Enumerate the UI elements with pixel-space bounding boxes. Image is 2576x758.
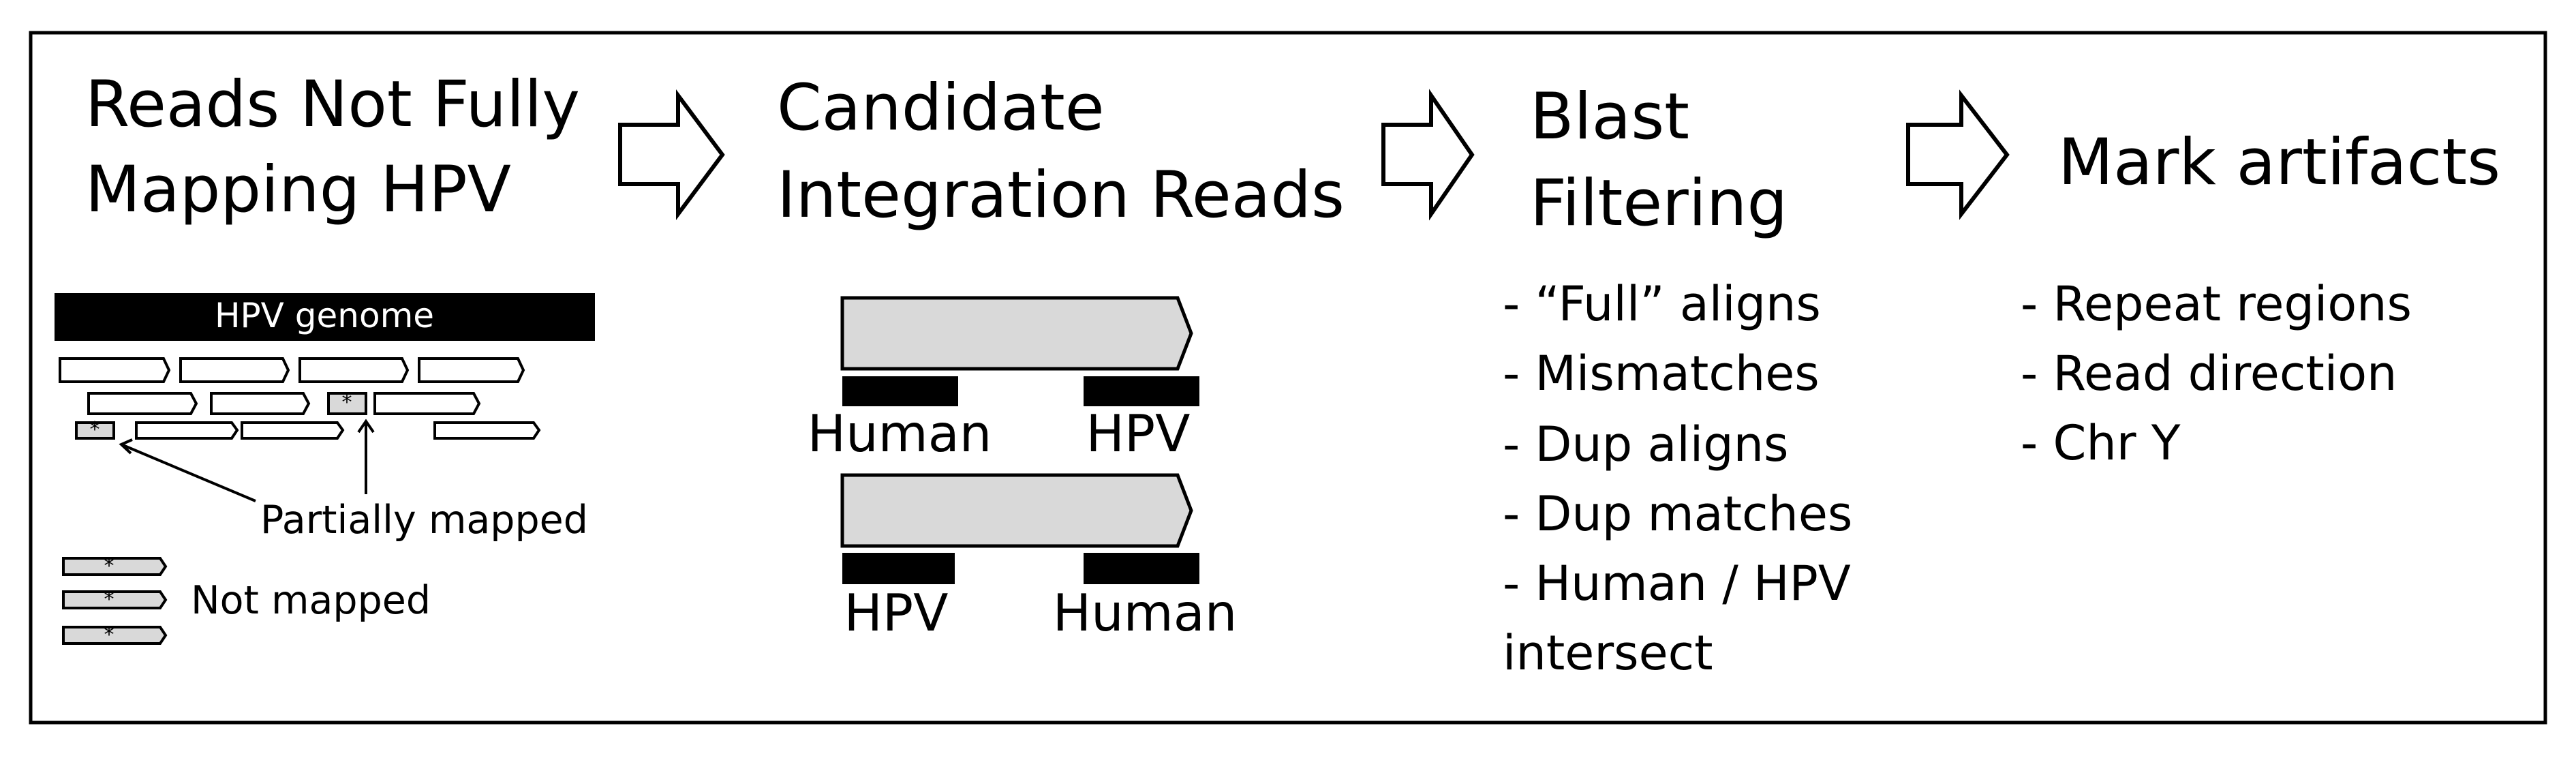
hpv-segment-bar xyxy=(1084,376,1199,406)
filter-item: intersect xyxy=(1503,625,1713,681)
unmapped-read xyxy=(62,557,168,576)
right-arrow-outline-icon xyxy=(1381,89,1475,221)
mapped-read xyxy=(179,357,290,383)
hpv-genome-bar xyxy=(55,293,595,341)
mapped-read xyxy=(135,421,239,440)
filter-item: - “Full” aligns xyxy=(1503,276,1821,332)
stage4-title: Mark artifacts xyxy=(2058,125,2500,200)
mapped-read xyxy=(210,392,311,415)
unmapped-marker-star: * xyxy=(104,588,114,611)
pair2-right-label: Human xyxy=(1053,583,1237,643)
partial-marker-star: * xyxy=(90,418,100,442)
mapped-read xyxy=(241,421,345,440)
mapped-read xyxy=(87,392,198,415)
stage3-title-line1: Blast xyxy=(1530,80,1689,154)
pair2-left-label: HPV xyxy=(844,583,949,643)
hpv-segment-bar xyxy=(842,553,955,584)
filter-item: - Dup matches xyxy=(1503,486,1852,542)
hpv-genome-label: HPV genome xyxy=(215,296,434,335)
filter-item: - Dup aligns xyxy=(1503,416,1789,472)
not-mapped-label: Not mapped xyxy=(191,578,431,623)
stage3-title-line2: Filtering xyxy=(1530,166,1788,241)
candidate-read xyxy=(840,473,1193,548)
partial-pointer-line xyxy=(121,443,256,502)
partially-mapped-read xyxy=(75,421,115,440)
partially-mapped-read xyxy=(327,392,367,415)
mapped-read xyxy=(418,357,525,383)
right-arrow-outline-icon xyxy=(1906,89,2010,220)
stage2-title-line1: Candidate xyxy=(777,71,1105,145)
artifact-item: - Repeat regions xyxy=(2021,276,2412,332)
partial-marker-star: * xyxy=(342,391,352,414)
filter-item: - Mismatches xyxy=(1503,346,1820,401)
unmapped-marker-star: * xyxy=(104,623,114,647)
human-segment-bar xyxy=(842,376,958,406)
mapped-read xyxy=(59,357,171,383)
unmapped-read xyxy=(62,626,168,645)
mapped-read xyxy=(433,421,541,440)
pair1-right-label: HPV xyxy=(1086,404,1191,464)
mapped-read xyxy=(298,357,410,383)
candidate-read xyxy=(840,296,1193,371)
partially-mapped-label: Partially mapped xyxy=(260,498,588,543)
mapped-read xyxy=(373,392,481,415)
stage1-title-line1: Reads Not Fully xyxy=(85,67,580,142)
stage1-title-line2: Mapping HPV xyxy=(85,153,511,227)
unmapped-marker-star: * xyxy=(104,554,114,578)
artifact-item: - Chr Y xyxy=(2021,415,2181,471)
unmapped-read xyxy=(62,590,168,609)
partial-pointer-arrowhead xyxy=(119,438,133,455)
filter-item: - Human / HPV xyxy=(1503,556,1851,611)
right-arrow-outline-icon xyxy=(618,89,725,221)
partial-pointer-arrowhead xyxy=(357,419,375,434)
pair1-left-label: Human xyxy=(808,404,992,464)
artifact-item: - Read direction xyxy=(2021,346,2397,401)
human-segment-bar xyxy=(1084,553,1199,584)
stage2-title-line2: Integration Reads xyxy=(777,158,1345,232)
